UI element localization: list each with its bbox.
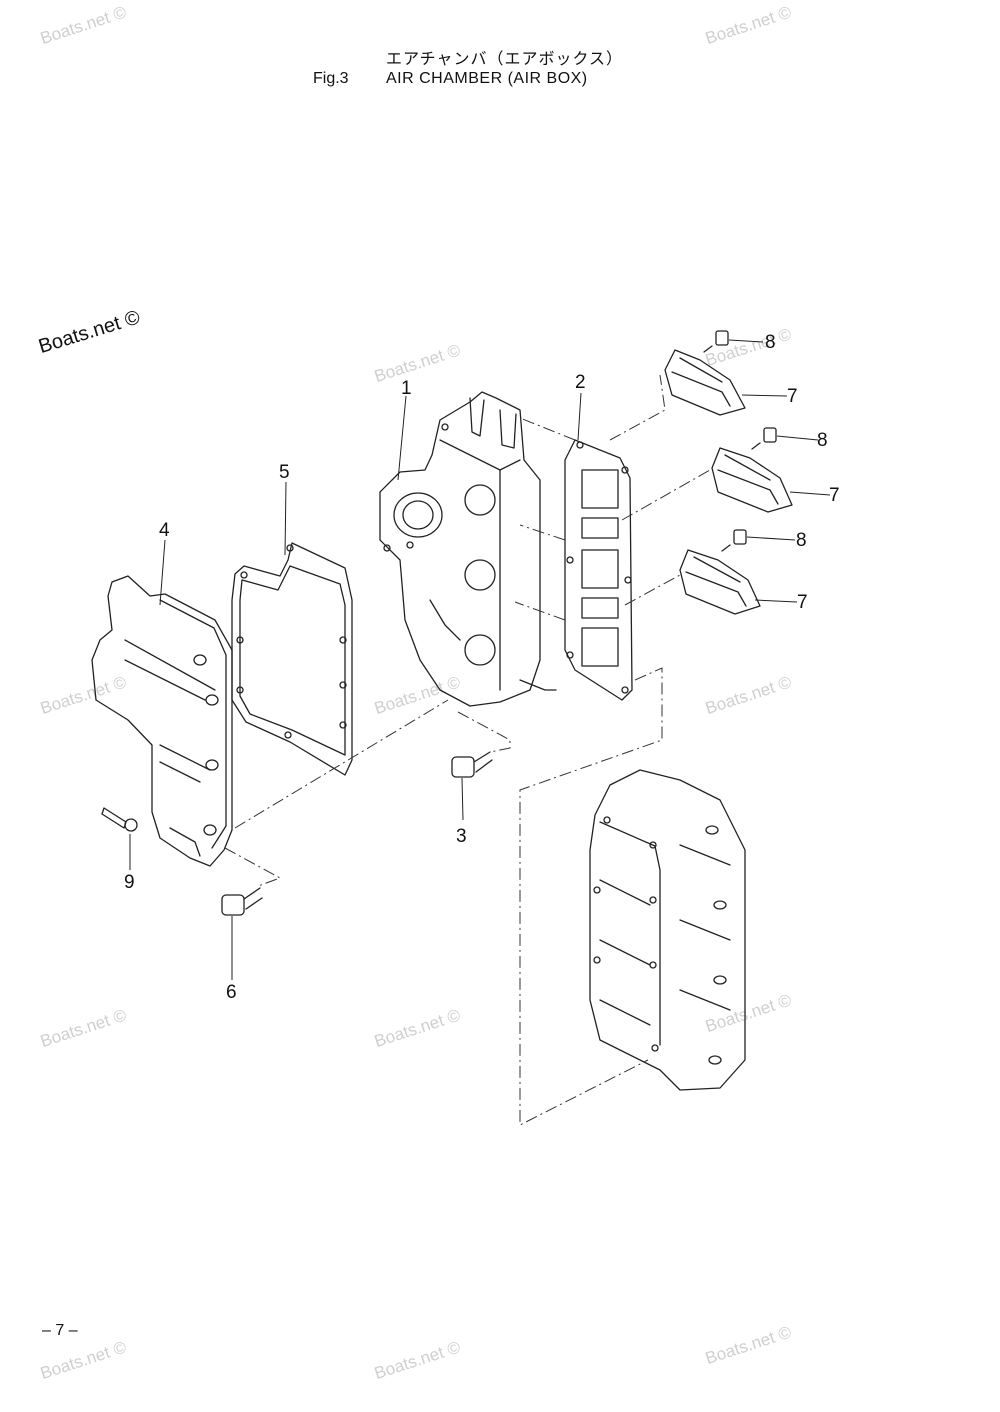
callout-8-top: 8: [765, 332, 776, 353]
callout-7-middle: 7: [829, 485, 840, 506]
part-5-gasket: [231, 542, 353, 776]
page-number: – 7 –: [42, 1322, 78, 1339]
callout-7-top: 7: [787, 386, 798, 407]
callout-8-middle: 8: [817, 430, 828, 451]
title-english: AIR CHAMBER (AIR BOX): [386, 70, 588, 87]
callout-8-bottom: 8: [796, 530, 807, 551]
part-8-screw-middle: [751, 427, 777, 450]
part-8-screw-top: [703, 330, 729, 353]
callout-9: 9: [124, 872, 135, 893]
part-4-air-box-cover: [91, 575, 233, 867]
part-3-plug: [451, 751, 493, 778]
part-8-screw-bottom: [721, 529, 747, 552]
callout-3: 3: [456, 826, 467, 847]
part-7-reed-valve-bottom: [679, 549, 761, 615]
callout-1: 1: [401, 378, 412, 399]
part-9-screw: [101, 807, 138, 832]
callout-7-bottom: 7: [797, 592, 808, 613]
part-7-reed-valve-middle: [711, 447, 793, 513]
callout-5: 5: [279, 462, 290, 483]
part-6-plug: [221, 887, 263, 916]
callout-2: 2: [575, 372, 586, 393]
figure-number: Fig.3: [313, 70, 349, 87]
part-2-gasket: [564, 439, 633, 701]
cylinder-block: [589, 769, 746, 1091]
leader-lines: [129, 339, 831, 980]
callout-6: 6: [226, 982, 237, 1003]
callout-labels: 1 2 3 4 5 6 7 7 7 8 8 8 9: [124, 332, 840, 1003]
title-japanese: エアチャンバ（エアボックス）: [386, 51, 624, 68]
callout-4: 4: [159, 520, 170, 541]
part-1-air-chamber: [379, 391, 557, 707]
assembly-lines: [224, 374, 711, 1126]
part-7-reed-valve-top: [664, 349, 746, 416]
